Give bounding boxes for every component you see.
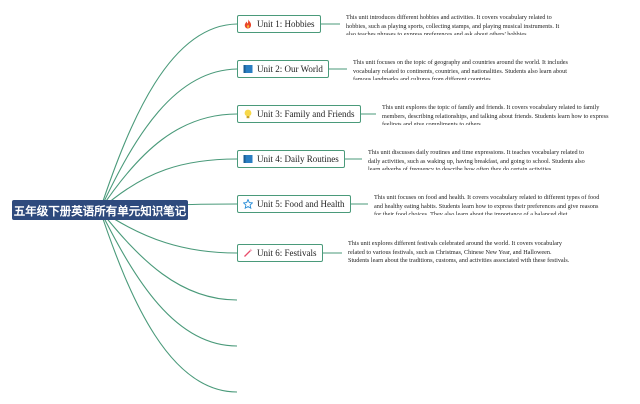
unit-label: Unit 1: Hobbies <box>257 19 315 29</box>
branch-edge-unit2 <box>99 68 238 211</box>
note-hobbies: This unit introduces different hobbies a… <box>346 14 560 35</box>
branch-edge-unit1 <box>99 23 238 211</box>
note-daily-routines: This unit discusses daily routines and t… <box>368 149 585 170</box>
unit-label: Unit 3: Family and Friends <box>257 109 355 119</box>
unit-label: Unit 4: Daily Routines <box>257 154 339 164</box>
branch-edge-empty-3 <box>99 209 238 393</box>
blue-flag-icon <box>243 64 253 74</box>
branch-edge-unit3 <box>99 113 238 211</box>
unit-node-daily-routines[interactable]: Unit 4: Daily Routines <box>237 150 345 168</box>
star-icon <box>242 198 254 210</box>
fire-icon <box>243 19 253 29</box>
root-node[interactable]: 五年级下册英语所有单元知识笔记 <box>12 200 188 220</box>
note-our-world: This unit focuses on the topic of geogra… <box>353 59 568 80</box>
unit-node-our-world[interactable]: Unit 2: Our World <box>237 60 329 78</box>
lightbulb-icon <box>243 109 253 119</box>
branch-edge-empty-2 <box>99 209 238 347</box>
unit-node-hobbies[interactable]: Unit 1: Hobbies <box>237 15 321 33</box>
note-food-health: This unit focuses on food and health. It… <box>374 194 600 215</box>
note-festivals: This unit explores different festivals c… <box>348 240 570 265</box>
unit-label: Unit 5: Food and Health <box>257 199 345 209</box>
unit-node-festivals[interactable]: Unit 6: Festivals <box>237 244 323 262</box>
unit-label: Unit 2: Our World <box>257 64 323 74</box>
unit-node-food-health[interactable]: Unit 5: Food and Health <box>237 195 351 213</box>
unit-label: Unit 6: Festivals <box>257 248 317 258</box>
magic-wand-icon <box>243 248 253 258</box>
branch-edge-unit4 <box>99 158 238 211</box>
blue-flag-icon <box>243 154 253 164</box>
unit-node-family-friends[interactable]: Unit 3: Family and Friends <box>237 105 361 123</box>
branch-edge-empty-1 <box>99 209 238 301</box>
note-family-friends: This unit explores the topic of family a… <box>382 104 609 125</box>
